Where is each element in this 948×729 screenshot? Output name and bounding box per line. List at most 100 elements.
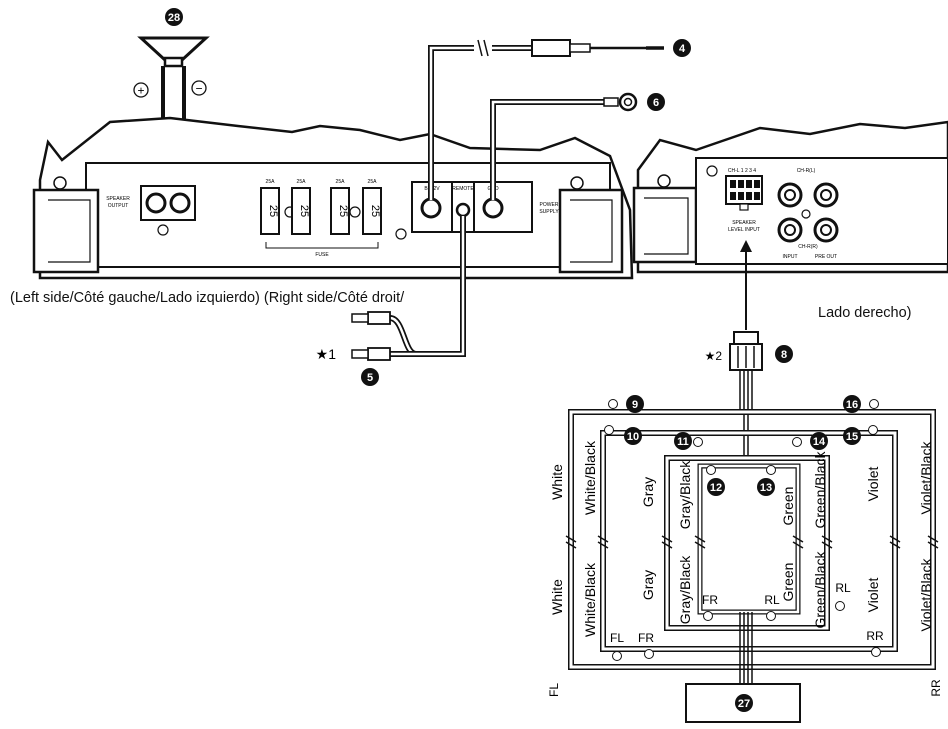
svg-text:White/Black: White/Black bbox=[582, 440, 598, 515]
svg-text:25A: 25A bbox=[266, 179, 276, 185]
speaker-output-terminal[interactable] bbox=[140, 185, 196, 221]
polarity-minus-symbol: − bbox=[191, 80, 207, 96]
svg-text:5: 5 bbox=[367, 372, 373, 384]
svg-text:4: 4 bbox=[679, 43, 686, 55]
svg-text:Green/Black: Green/Black bbox=[812, 550, 828, 628]
callout-9: 9 bbox=[626, 395, 644, 413]
callout-28: 28 bbox=[165, 8, 183, 26]
svg-text:LEVEL INPUT: LEVEL INPUT bbox=[728, 227, 760, 233]
callout-5: 5 bbox=[361, 368, 379, 386]
svg-text:13: 13 bbox=[760, 482, 772, 494]
svg-text:OUTPUT: OUTPUT bbox=[108, 203, 129, 209]
svg-text:CH-L 1 2 3 4: CH-L 1 2 3 4 bbox=[728, 168, 756, 174]
svg-text:Violet: Violet bbox=[865, 578, 881, 613]
svg-text:25A: 25A bbox=[297, 179, 307, 185]
star-note-2: ★2 bbox=[705, 349, 723, 363]
speaker-level-input-label: SPEAKER LEVEL INPUT bbox=[728, 220, 760, 233]
svg-text:10: 10 bbox=[627, 431, 639, 443]
polarity-plus-symbol: + bbox=[133, 82, 149, 98]
svg-text:25: 25 bbox=[267, 205, 279, 217]
svg-text:12: 12 bbox=[710, 482, 722, 494]
svg-text:PRE OUT: PRE OUT bbox=[815, 254, 837, 260]
callout-15: 15 bbox=[843, 427, 861, 445]
svg-text:27: 27 bbox=[738, 698, 750, 710]
svg-text:★2: ★2 bbox=[705, 349, 723, 363]
svg-text:FL: FL bbox=[547, 683, 561, 697]
harness-connector bbox=[729, 331, 763, 371]
svg-text:9: 9 bbox=[632, 399, 638, 411]
svg-text:15: 15 bbox=[846, 431, 858, 443]
rca-labels: CH-R(R) INPUT PRE OUT bbox=[783, 244, 838, 260]
callout-6: 6 bbox=[647, 93, 665, 111]
svg-text:25A: 25A bbox=[336, 179, 346, 185]
svg-text:−: − bbox=[195, 82, 202, 96]
svg-text:REMOTE: REMOTE bbox=[452, 186, 474, 192]
svg-text:★1: ★1 bbox=[316, 346, 337, 362]
svg-text:FL: FL bbox=[610, 631, 624, 645]
svg-text:RR: RR bbox=[929, 679, 943, 697]
remote-wire bbox=[351, 216, 466, 361]
svg-text:FR: FR bbox=[702, 593, 718, 607]
svg-text:Gray: Gray bbox=[640, 570, 656, 600]
battery-wire bbox=[428, 39, 664, 200]
callout-16: 16 bbox=[843, 395, 861, 413]
callout-11: 11 bbox=[674, 432, 692, 450]
callout-4: 4 bbox=[673, 39, 691, 57]
speaker-level-input-connector[interactable]: CH-L 1 2 3 4 bbox=[725, 168, 763, 211]
svg-text:11: 11 bbox=[677, 436, 689, 448]
svg-text:RL: RL bbox=[835, 581, 851, 595]
svg-text:CH-R(R): CH-R(R) bbox=[798, 244, 818, 250]
svg-text:Green/Black: Green/Black bbox=[812, 450, 828, 528]
star-note-1: ★1 bbox=[316, 346, 337, 362]
svg-text:Violet: Violet bbox=[865, 467, 881, 502]
svg-text:Violet/Black: Violet/Black bbox=[918, 558, 934, 632]
rca-jacks[interactable]: CH-R(L) bbox=[777, 168, 839, 243]
svg-text:INPUT: INPUT bbox=[783, 254, 798, 260]
side-caption-continued: Lado derecho) bbox=[818, 305, 912, 321]
svg-text:FUSE: FUSE bbox=[315, 252, 329, 258]
svg-text:Gray/Black: Gray/Black bbox=[677, 555, 693, 624]
callout-8: 8 bbox=[775, 345, 793, 363]
svg-text:SPEAKER: SPEAKER bbox=[732, 220, 756, 226]
power-supply-label: POWER SUPPLY bbox=[539, 202, 559, 215]
svg-text:Green: Green bbox=[780, 487, 796, 526]
svg-text:8: 8 bbox=[781, 349, 787, 361]
svg-text:25A: 25A bbox=[368, 179, 378, 185]
svg-text:SPEAKER: SPEAKER bbox=[106, 196, 130, 202]
polarity-markers bbox=[604, 399, 881, 661]
svg-text:White: White bbox=[549, 464, 565, 500]
svg-text:CH-R(L): CH-R(L) bbox=[797, 168, 816, 174]
svg-text:White: White bbox=[549, 579, 565, 615]
side-caption: (Left side/Côté gauche/Lado izquierdo) (… bbox=[10, 290, 405, 306]
svg-text:POWER: POWER bbox=[540, 202, 559, 208]
speaker-output-label: SPEAKER OUTPUT bbox=[106, 196, 130, 209]
svg-text:RL: RL bbox=[764, 593, 780, 607]
wire-labels-lower: White White/Black Gray Gray/Black Green … bbox=[549, 550, 934, 636]
svg-text:Green: Green bbox=[780, 563, 796, 602]
svg-text:SUPPLY: SUPPLY bbox=[539, 209, 559, 215]
wire-break-marks bbox=[565, 535, 939, 549]
svg-text:Gray/Black: Gray/Black bbox=[677, 460, 693, 529]
svg-text:6: 6 bbox=[653, 97, 659, 109]
ground-wire bbox=[490, 92, 638, 200]
wire-labels-upper: White White/Black Gray Gray/Black Green … bbox=[549, 440, 934, 529]
svg-text:Violet/Black: Violet/Black bbox=[918, 441, 934, 515]
callout-14: 14 bbox=[810, 432, 828, 450]
svg-text:RR: RR bbox=[866, 629, 884, 643]
svg-text:25: 25 bbox=[298, 205, 310, 217]
callout-13: 13 bbox=[757, 478, 775, 496]
svg-text:+: + bbox=[137, 84, 144, 98]
svg-text:25: 25 bbox=[337, 205, 349, 217]
svg-text:16: 16 bbox=[846, 399, 858, 411]
svg-text:Gray: Gray bbox=[640, 477, 656, 507]
svg-text:14: 14 bbox=[813, 436, 826, 448]
callout-12: 12 bbox=[707, 478, 725, 496]
speaker-position-labels: FL FL FR FR RL RL RR RR bbox=[547, 581, 943, 697]
svg-text:White/Black: White/Black bbox=[582, 562, 598, 637]
svg-text:FR: FR bbox=[638, 631, 654, 645]
svg-text:28: 28 bbox=[168, 12, 180, 24]
svg-text:25: 25 bbox=[369, 205, 381, 217]
callout-10: 10 bbox=[624, 427, 642, 445]
fuse-block: 25A 25A 25A 25A 25 25 25 25 FUSE bbox=[260, 179, 382, 258]
